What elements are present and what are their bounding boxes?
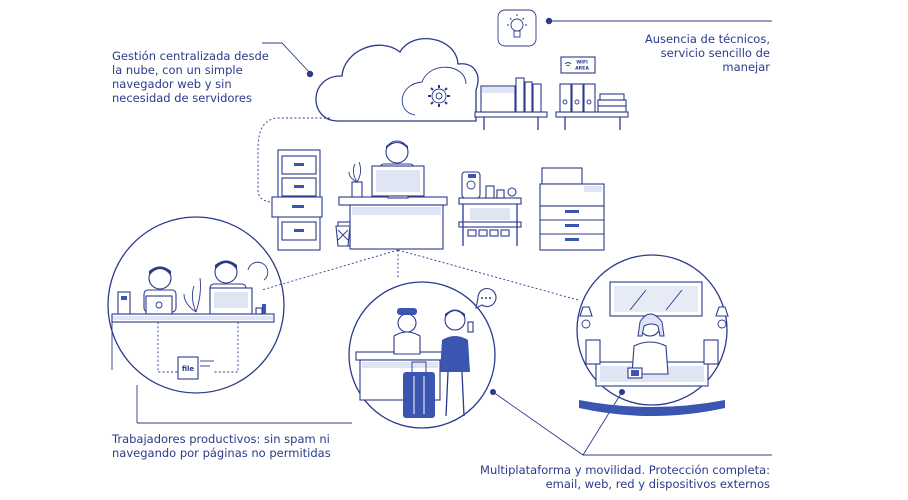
workers-text-line-1: Trabajadores productivos: sin spam ni bbox=[112, 432, 330, 446]
technicians-text-line-1: Ausencia de técnicos, bbox=[644, 32, 770, 46]
cloud-text-line-1: Gestión centralizada desde bbox=[112, 49, 269, 63]
multiplatform-text-line-1: Multiplataforma y movilidad. Protección … bbox=[480, 463, 770, 477]
wifi-sign-line2: AREA bbox=[575, 66, 589, 72]
technicians-text-line-3: manejar bbox=[722, 60, 770, 74]
cloud-text-line-2: la nube, con un simple bbox=[112, 63, 243, 77]
office-monitor bbox=[371, 165, 425, 199]
multiplatform-text: Multiplataforma y movilidad. Protección … bbox=[480, 463, 770, 491]
workers-scene: file bbox=[107, 216, 285, 394]
wifi-icon bbox=[564, 62, 572, 67]
wifi-sign: WIFI AREA bbox=[560, 56, 596, 74]
callout-technicians bbox=[545, 17, 772, 25]
travel-scene bbox=[348, 281, 497, 429]
shelf-left bbox=[474, 77, 548, 130]
callout-multiplatform bbox=[490, 389, 772, 456]
waste-basket bbox=[335, 225, 351, 247]
filing-cabinet bbox=[271, 149, 323, 251]
technicians-text: Ausencia de técnicos, servicio sencillo … bbox=[645, 32, 770, 74]
coffee-cart bbox=[458, 171, 522, 246]
office-desk bbox=[337, 196, 448, 250]
connection-lines bbox=[261, 249, 579, 301]
document-icon: file bbox=[177, 356, 199, 380]
callout-cloud bbox=[262, 42, 314, 78]
workers-text: Trabajadores productivos: sin spam ni na… bbox=[112, 432, 331, 460]
cloud-text-line-3: navegador web y sin bbox=[112, 77, 232, 91]
hotel-scene bbox=[576, 254, 729, 416]
plant bbox=[348, 161, 363, 198]
lightbulb-icon bbox=[497, 9, 537, 47]
cloud-icon bbox=[315, 38, 479, 122]
workers-text-line-2: navegando por páginas no permitidas bbox=[112, 446, 331, 460]
copier bbox=[539, 167, 605, 251]
cloud-text-line-4: necesidad de servidores bbox=[112, 91, 252, 105]
wifi-sign-line1: WIFI bbox=[576, 60, 588, 66]
cloud-link bbox=[257, 117, 330, 203]
gear-icon bbox=[428, 85, 450, 107]
document-label: file bbox=[182, 365, 195, 373]
callout-workers bbox=[136, 385, 352, 424]
technicians-text-line-2: servicio sencillo de bbox=[660, 46, 770, 60]
multiplatform-text-line-2: email, web, red y dispositivos externos bbox=[545, 477, 770, 491]
shelf-right bbox=[555, 83, 629, 130]
cloud-management-text: Gestión centralizada desde la nube, con … bbox=[112, 49, 269, 105]
